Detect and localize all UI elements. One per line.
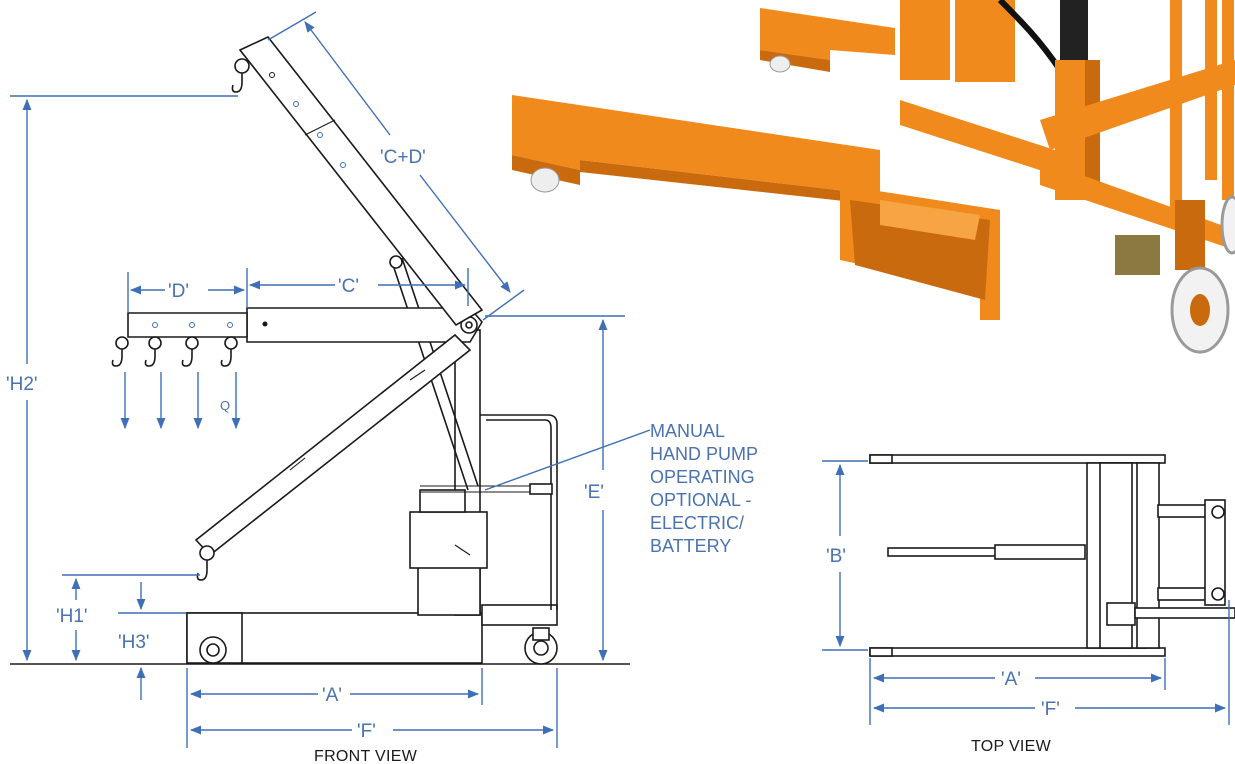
product-photo <box>512 0 1235 354</box>
dim-label-a-front: 'A' <box>322 685 342 706</box>
hook-positions <box>111 322 238 367</box>
dim-label-b: 'B' <box>826 546 846 567</box>
dim-label-q: Q <box>220 398 230 413</box>
dim-label-h1: 'H1' <box>56 606 88 627</box>
pump-note-line: BATTERY <box>650 536 731 556</box>
top-view-drawing <box>869 454 1235 657</box>
pump-note-line: MANUAL <box>650 421 725 441</box>
dim-label-f-front: 'F' <box>357 721 376 742</box>
dim-label-c: 'C' <box>338 276 359 297</box>
pump-note-line: OPERATING <box>650 467 755 487</box>
dim-label-c-plus-d: 'C+D' <box>380 147 426 168</box>
pump-note: MANUAL HAND PUMP OPERATING OPTIONAL - EL… <box>650 421 758 556</box>
dim-label-h3: 'H3' <box>118 632 150 653</box>
dim-label-a-top: 'A' <box>1001 669 1021 690</box>
front-view-drawing <box>10 36 630 665</box>
dim-label-f-top: 'F' <box>1041 699 1060 720</box>
dim-label-d: 'D' <box>168 281 189 302</box>
top-view-caption: TOP VIEW <box>971 738 1052 755</box>
front-view-caption: FRONT VIEW <box>314 748 418 764</box>
dim-label-h2: 'H2' <box>6 374 38 395</box>
top-dimensions <box>822 460 1230 725</box>
front-dimensions <box>10 11 651 748</box>
dim-label-e: 'E' <box>584 482 604 503</box>
pump-note-line: ELECTRIC/ <box>650 513 744 533</box>
pump-note-line: HAND PUMP <box>650 444 758 464</box>
pump-note-line: OPTIONAL - <box>650 490 751 510</box>
text-labels: 'H2' 'C+D' 'D' 'C' Q 'E' 'H1' 'H3' 'A' '… <box>6 147 1060 764</box>
